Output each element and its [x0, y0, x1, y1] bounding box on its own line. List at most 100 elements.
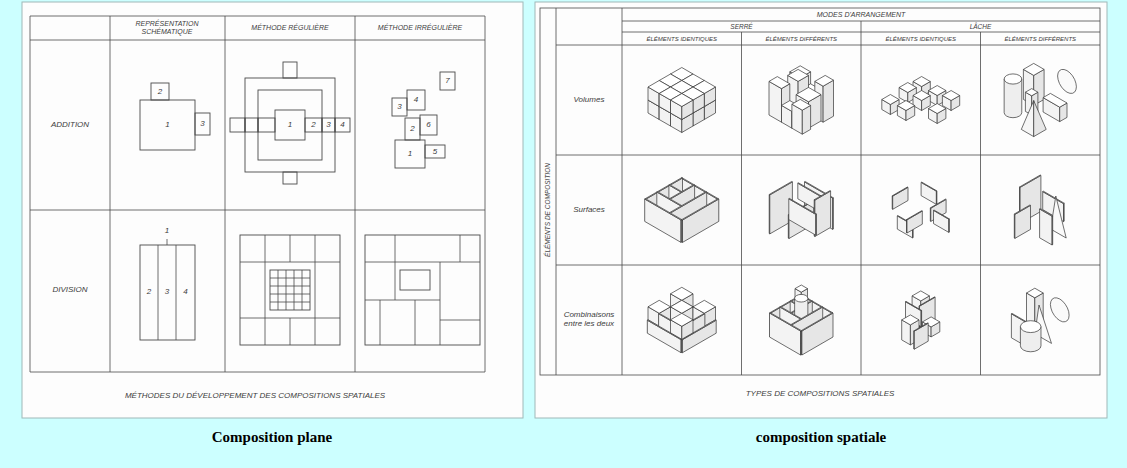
iso-face [800, 331, 802, 355]
plan-box [258, 118, 275, 132]
plan-box [140, 100, 195, 150]
table-rule [622, 32, 1100, 33]
table-frame [540, 8, 1100, 375]
callout-number: 3 [165, 288, 169, 297]
iso-face [914, 323, 928, 331]
column-header: REPRÉSENTATION SCHÉMATIQUE [115, 20, 220, 35]
plan-square [275, 110, 305, 140]
iso-face [1027, 288, 1044, 298]
iso-face [1050, 298, 1069, 322]
caption: composition spatiale [756, 429, 886, 446]
callout-number: 3 [200, 120, 204, 129]
plan-line [365, 262, 480, 263]
table-rule [861, 21, 862, 375]
table-rule [980, 32, 981, 375]
iso-face [789, 198, 817, 214]
iso-face [913, 91, 930, 101]
plan-box [240, 235, 340, 345]
callout-number: 1 [165, 121, 169, 130]
plan-line [415, 300, 416, 345]
plan-box [405, 118, 420, 140]
table-rule [110, 16, 111, 372]
plan-box [230, 118, 245, 132]
plan-line [270, 302, 310, 303]
plan-box [140, 245, 195, 340]
iso-sketch [892, 182, 949, 238]
iso-face [823, 80, 833, 122]
iso-face [815, 191, 831, 237]
plan-box [365, 235, 480, 345]
table-rule [225, 16, 226, 372]
iso-face [913, 77, 930, 87]
iso-face [929, 104, 946, 114]
iso-face [906, 301, 922, 310]
plan-line [395, 235, 396, 300]
iso-face [648, 300, 671, 313]
iso-face [921, 310, 923, 326]
callout-number: 1 [288, 121, 292, 130]
iso-face [683, 199, 719, 242]
row-label: ADDITION [51, 121, 89, 130]
row-label: Surfaces [559, 206, 619, 215]
iso-face [934, 210, 949, 232]
iso-face [645, 199, 681, 242]
panel [535, 2, 1107, 418]
row-label: DIVISION [52, 286, 87, 295]
iso-face [815, 214, 817, 235]
iso-face [893, 187, 908, 209]
table-rule [30, 40, 485, 41]
callout-number: 2 [311, 121, 315, 130]
plan-line [302, 270, 303, 310]
table-rule [556, 8, 557, 375]
column-header: ÉLÉMENTS DIFFÉRENTS [765, 35, 837, 42]
iso-face [671, 313, 694, 326]
table-rule [30, 16, 31, 372]
iso-sketch [1011, 288, 1069, 352]
plan-line [270, 294, 310, 295]
plan-line [290, 235, 291, 262]
table-rule [622, 21, 1100, 22]
callout-number: 4 [183, 288, 187, 297]
callout-number: 1 [408, 150, 412, 159]
plan-line [380, 300, 381, 345]
iso-face [1021, 101, 1033, 137]
plan-box [335, 118, 350, 132]
table-rule [741, 32, 742, 375]
iso-face [681, 220, 683, 243]
iso-face [832, 198, 834, 230]
iso-face [921, 182, 936, 204]
iso-face [1043, 93, 1067, 107]
iso-face [789, 199, 816, 235]
column-header: MÉTHODE RÉGULIÈRE [251, 24, 328, 32]
iso-face [693, 300, 716, 313]
iso-sketch [769, 66, 834, 134]
iso-cylinder [1004, 79, 1022, 118]
plan-box [151, 83, 169, 100]
plan-line [460, 235, 461, 262]
iso-face [936, 191, 938, 205]
plan-line [365, 300, 440, 301]
plan-line [440, 320, 480, 321]
plan-box [283, 62, 297, 78]
table-rule [30, 210, 485, 211]
table-rule [355, 16, 356, 372]
callout-number: 4 [340, 121, 344, 130]
iso-cylinder-top [1020, 321, 1041, 333]
iso-face [912, 291, 929, 301]
iso-face [1023, 63, 1044, 75]
iso-face [681, 339, 683, 352]
plan-box [305, 118, 322, 132]
table-rule [485, 16, 486, 372]
table-rule [556, 45, 1100, 46]
column-header: LÂCHE [970, 23, 992, 30]
plan-box [420, 115, 437, 135]
callout-number: 7 [445, 77, 449, 86]
iso-face [882, 95, 899, 105]
iso-sketch [770, 285, 834, 355]
iso-face [929, 86, 946, 96]
plan-box [395, 140, 425, 168]
iso-sketch [648, 68, 716, 133]
iso-face [899, 83, 916, 93]
iso-face [1020, 175, 1041, 187]
panel [22, 2, 523, 418]
